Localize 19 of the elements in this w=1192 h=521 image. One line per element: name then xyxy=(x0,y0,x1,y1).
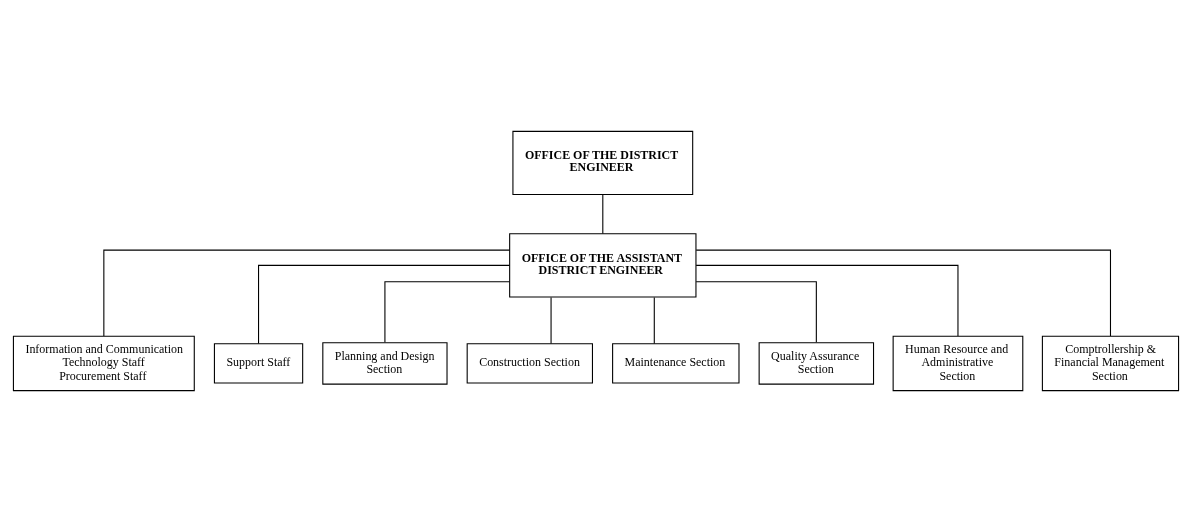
node-box: OFFICE OF THE DISTRICT ENGINEER xyxy=(512,130,694,195)
connector xyxy=(550,296,552,344)
node-box: Human Resource and Administrative Section xyxy=(892,335,1024,391)
connector xyxy=(258,264,511,344)
node-box: Maintenance Section xyxy=(612,342,740,384)
connector xyxy=(695,264,959,337)
connector xyxy=(695,280,817,343)
connector xyxy=(602,193,604,234)
node-box: Support Staff xyxy=(213,342,304,384)
connector xyxy=(695,249,1112,336)
connector xyxy=(384,280,510,343)
node-box: Construction Section xyxy=(466,342,593,384)
node-box: Planning and Design Section xyxy=(322,341,448,385)
connector xyxy=(653,296,655,344)
node-box: OFFICE OF THE ASSISTANT DISTRICT ENGINEER xyxy=(509,232,697,297)
node-box: Comptrollership & Financial Management Section xyxy=(1041,335,1180,391)
node-box: Information and Communication Technology Staff Procurement Staff xyxy=(12,335,195,391)
connector xyxy=(103,249,511,336)
node-box: Quality Assurance Section xyxy=(758,341,875,385)
